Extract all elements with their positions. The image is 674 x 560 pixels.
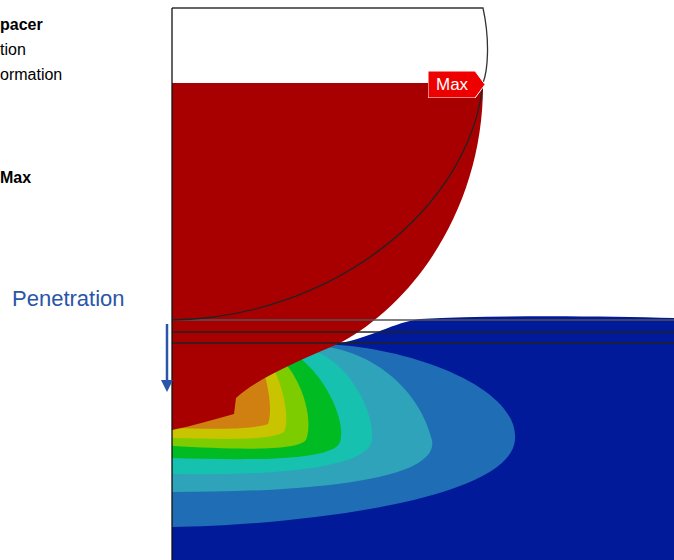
penetration-arrowhead [161,380,173,392]
legend-title-fragment: pacer [0,16,43,34]
penetration-arrow [166,324,169,382]
legend-text-fragment: ormation [0,66,62,84]
legend-max-label: Max [0,169,31,187]
legend-text-fragment: tion [0,41,26,59]
tag-outline [428,71,485,98]
max-tag: Max [428,71,484,98]
tag-text: Max [436,76,468,93]
undeformed-surface [172,319,674,320]
undeformed-sphere [172,83,483,320]
symmetry-axis [171,8,172,560]
undeformed-surface [172,342,674,343]
undeformed-surface [172,331,674,332]
penetration-label: Penetration [12,287,125,311]
indenter-red [172,83,483,430]
